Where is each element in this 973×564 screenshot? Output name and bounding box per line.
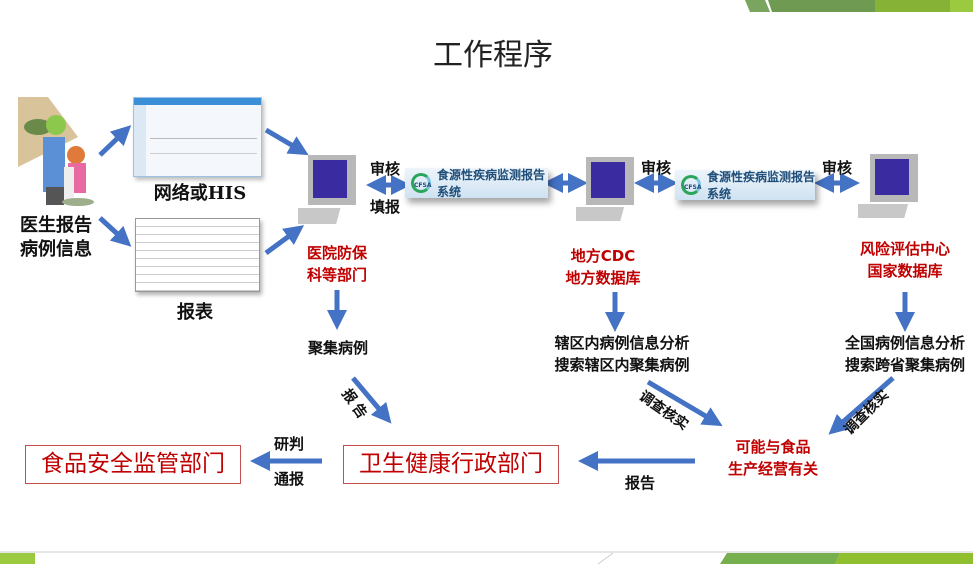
arrow-his-to-hospital bbox=[264, 127, 309, 156]
national-analysis-label: 全国病例信息分析 搜索跨省聚集病例 bbox=[835, 332, 973, 376]
cfsa-logo-icon: CFSA bbox=[411, 173, 431, 193]
arrow-local-verify bbox=[646, 379, 723, 427]
doctor-label-line1: 医生报告 bbox=[20, 215, 92, 236]
hospital-label: 医院防保 科等部门 bbox=[287, 242, 387, 286]
cluster-cases-label: 聚集病例 bbox=[307, 339, 368, 357]
cdc-label-line1: 地方CDC bbox=[570, 247, 636, 265]
surveillance-system-banner-2: CFSA 食源性疾病监测报告系统 bbox=[675, 170, 816, 201]
local-analysis-line2: 搜索辖区内聚集病例 bbox=[554, 356, 690, 374]
local-analysis-label: 辖区内病例信息分析 搜索辖区内聚集病例 bbox=[542, 332, 702, 376]
surveillance-system-banner-1: CFSA 食源性疾病监测报告系统 bbox=[405, 168, 548, 199]
slide-title: 工作程序 bbox=[433, 38, 553, 73]
arrow-doctor-to-form bbox=[98, 216, 132, 247]
network-his-label: 网络或HIS bbox=[153, 183, 247, 204]
doctor-label-line2: 病例信息 bbox=[20, 239, 92, 260]
hospital-label-line1: 医院防保 bbox=[306, 244, 367, 262]
national-label-line1: 风险评估中心 bbox=[859, 240, 950, 258]
national-analysis-line2: 搜索跨省聚集病例 bbox=[844, 356, 965, 374]
national-computer-icon bbox=[858, 154, 918, 218]
fill-label: 填报 bbox=[369, 198, 400, 216]
health-admin-dept-box: 卫生健康行政部门 bbox=[343, 445, 559, 484]
doctor-patient-illustration bbox=[18, 97, 94, 206]
hospital-computer-icon bbox=[298, 155, 356, 224]
arrow-form-to-hospital bbox=[264, 225, 305, 256]
review-label-2: 审核 bbox=[640, 159, 671, 177]
form-label: 报表 bbox=[177, 302, 213, 323]
review-label-1: 审核 bbox=[369, 160, 400, 178]
review-label-3: 审核 bbox=[821, 159, 852, 177]
doctor-report-label: 医生报告 病例信息 bbox=[10, 214, 102, 262]
national-label-line2: 国家数据库 bbox=[867, 262, 943, 280]
cdc-computer-icon bbox=[576, 157, 634, 221]
his-screenshot bbox=[133, 97, 262, 177]
food-related-line1: 可能与食品 bbox=[735, 438, 811, 456]
arrow-national-verify bbox=[828, 376, 895, 435]
report-form-image bbox=[135, 218, 260, 292]
food-related-line2: 生产经营有关 bbox=[727, 460, 818, 478]
cfsa-logo-icon: CFSA bbox=[681, 175, 701, 195]
food-safety-dept-box: 食品安全监管部门 bbox=[25, 445, 241, 484]
arrow-doctor-to-his bbox=[98, 125, 132, 157]
food-related-label: 可能与食品 生产经营有关 bbox=[708, 436, 838, 480]
national-analysis-line1: 全国病例信息分析 bbox=[844, 334, 965, 352]
local-analysis-line1: 辖区内病例信息分析 bbox=[554, 334, 690, 352]
system-name: 食源性疾病监测报告系统 bbox=[707, 170, 816, 201]
notify-label: 通报 bbox=[273, 470, 304, 488]
hospital-label-line2: 科等部门 bbox=[306, 266, 367, 284]
judge-label: 研判 bbox=[273, 435, 304, 453]
cdc-label-line2: 地方数据库 bbox=[565, 269, 641, 287]
national-label: 风险评估中心 国家数据库 bbox=[845, 238, 965, 282]
cdc-label: 地方CDC 地方数据库 bbox=[553, 245, 653, 289]
arrow-cluster-report bbox=[351, 376, 392, 424]
system-name: 食源性疾病监测报告系统 bbox=[437, 168, 546, 199]
report-label: 报告 bbox=[624, 474, 655, 492]
